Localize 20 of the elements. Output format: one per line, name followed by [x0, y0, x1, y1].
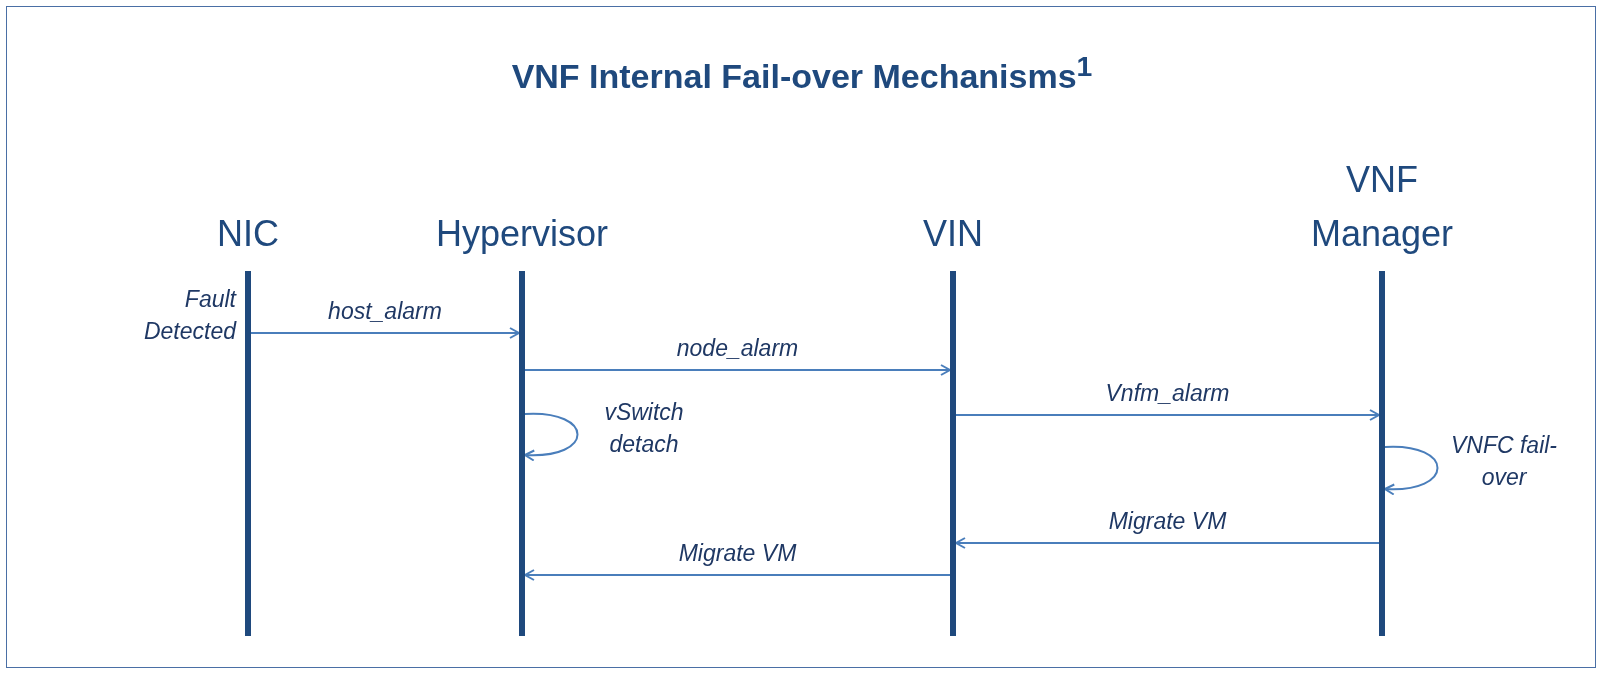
message-arrow — [250, 327, 520, 339]
edge-label: VNFC fail-over — [1449, 431, 1559, 492]
edge-label: Migrate VM — [678, 539, 797, 568]
note-text: Fault Detected — [142, 285, 236, 346]
message-arrow — [1384, 446, 1439, 495]
diagram-title: VNF Internal Fail-over Mechanisms$^{1}$ — [510, 50, 1094, 97]
message-arrow — [955, 409, 1380, 421]
message-arrow — [955, 537, 1380, 549]
edge-label: vSwitch detach — [603, 398, 685, 459]
message-arrow — [524, 364, 951, 376]
edge-label: host_alarm — [328, 297, 442, 326]
lifeline-header: VIN — [922, 212, 984, 256]
edge-label: Vnfm_alarm — [1105, 379, 1230, 408]
lifeline-header: Hypervisor — [434, 212, 609, 256]
lifeline-header: NIC — [216, 212, 280, 256]
edge-label: Migrate VM — [1108, 507, 1227, 536]
lifeline-header: VNF Manager — [1309, 158, 1455, 256]
message-arrow — [524, 569, 951, 581]
edge-label: node_alarm — [676, 334, 799, 363]
message-arrow — [524, 413, 579, 461]
